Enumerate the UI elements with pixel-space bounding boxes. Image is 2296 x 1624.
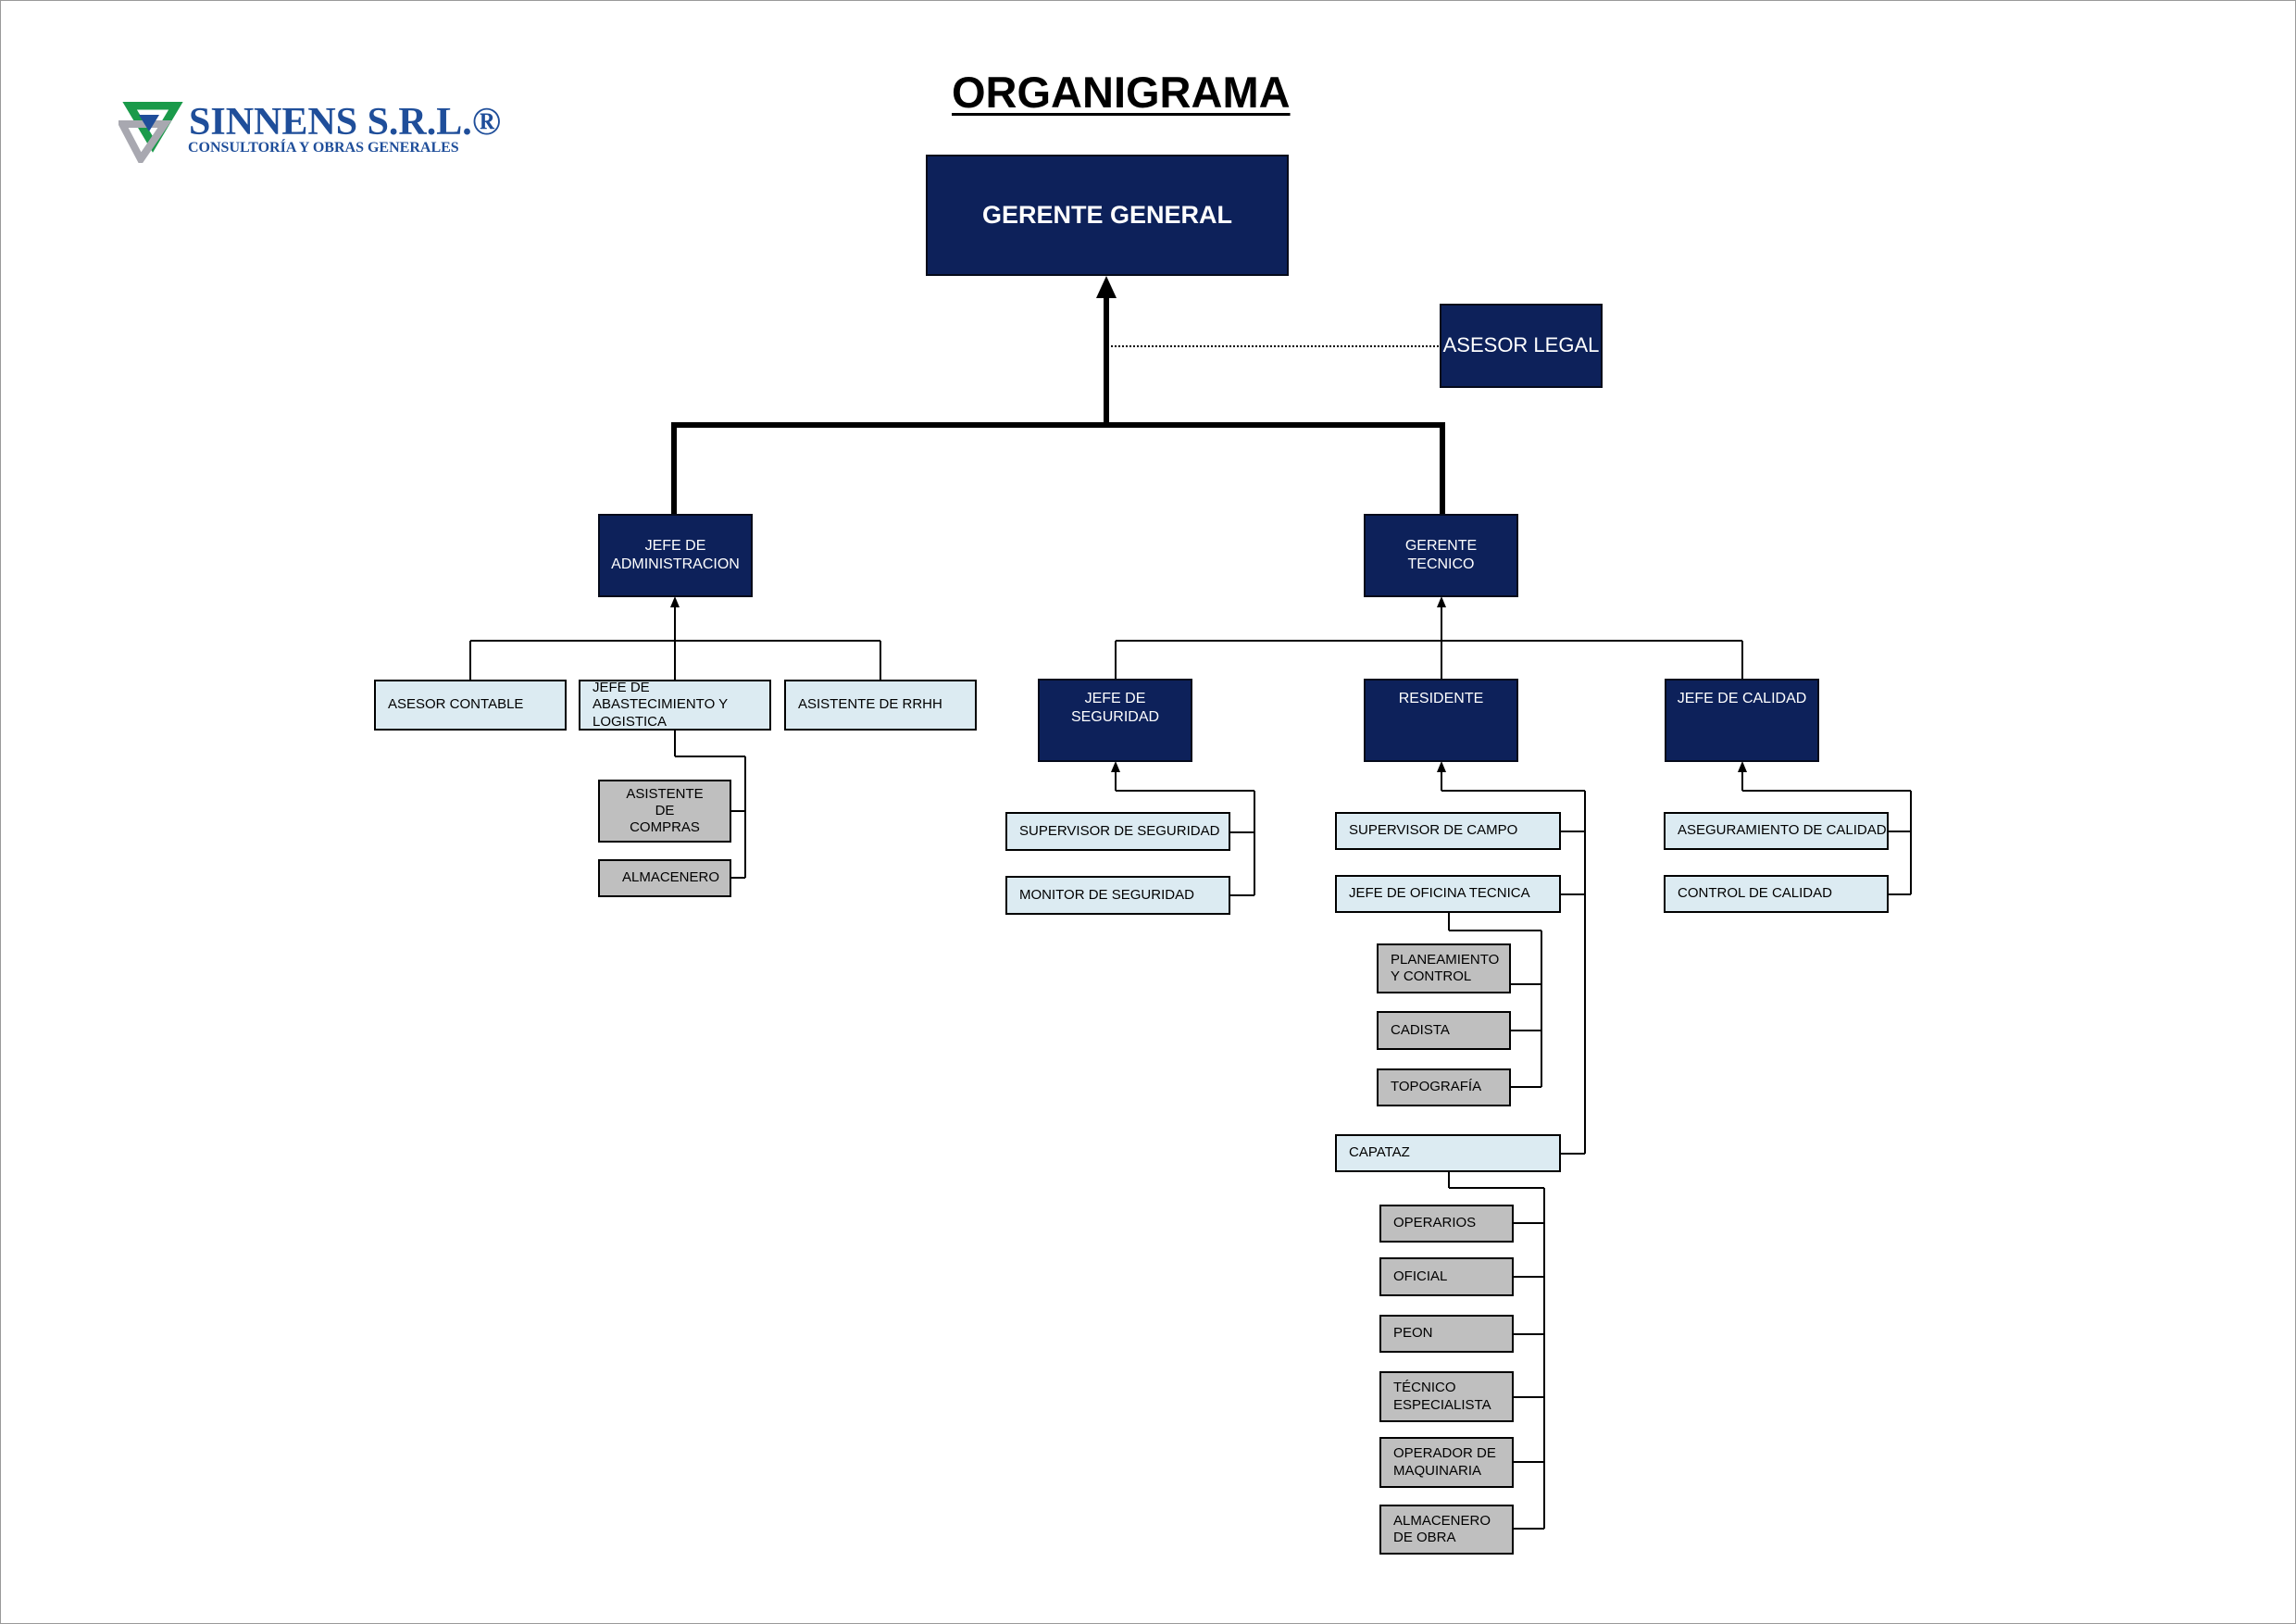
node-asistente-rrhh: ASISTENTE DE RRHH <box>784 680 977 731</box>
node-jefe-seguridad: JEFE DE SEGURIDAD <box>1038 679 1192 762</box>
node-jefe-oficina-tecnica: JEFE DE OFICINA TECNICA <box>1335 875 1561 913</box>
company-logo: SINNENS S.R.L.® CONSULTORÍA Y OBRAS GENE… <box>119 100 507 167</box>
node-capataz: CAPATAZ <box>1335 1134 1561 1172</box>
node-peon: PEON <box>1379 1315 1514 1353</box>
node-operarios: OPERARIOS <box>1379 1205 1514 1243</box>
node-asistente-compras: ASISTENTE DE COMPRAS <box>598 780 731 843</box>
node-jefe-calidad: JEFE DE CALIDAD <box>1665 679 1819 762</box>
node-monitor-seguridad: MONITOR DE SEGURIDAD <box>1005 876 1230 915</box>
node-supervisor-campo: SUPERVISOR DE CAMPO <box>1335 812 1561 850</box>
company-tagline: CONSULTORÍA Y OBRAS GENERALES <box>188 140 459 156</box>
node-gerente-general: GERENTE GENERAL <box>926 155 1289 276</box>
node-topografia: TOPOGRAFÍA <box>1377 1068 1511 1106</box>
node-cadista: CADISTA <box>1377 1011 1511 1050</box>
node-asesor-contable: ASESOR CONTABLE <box>374 680 567 731</box>
node-oficial: OFICIAL <box>1379 1257 1514 1296</box>
node-almacenero-obra: ALMACENERO DE OBRA <box>1379 1505 1514 1555</box>
node-gerente-tecnico: GERENTE TECNICO <box>1364 514 1518 597</box>
company-name: SINNENS S.R.L.® <box>189 101 502 144</box>
page-title: ORGANIGRAMA <box>952 68 1291 117</box>
node-asesor-legal: ASESOR LEGAL <box>1440 304 1603 388</box>
node-aseguramiento-calidad: ASEGURAMIENTO DE CALIDAD <box>1664 812 1889 850</box>
node-control-calidad: CONTROL DE CALIDAD <box>1664 875 1889 913</box>
node-jefe-administracion: JEFE DE ADMINISTRACION <box>598 514 753 597</box>
node-supervisor-seguridad: SUPERVISOR DE SEGURIDAD <box>1005 812 1230 851</box>
node-residente: RESIDENTE <box>1364 679 1518 762</box>
node-planeamiento-control: PLANEAMIENTO Y CONTROL <box>1377 943 1511 993</box>
node-almacenero: ALMACENERO <box>598 859 731 897</box>
node-jefe-abastecimiento: JEFE DE ABASTECIMIENTO Y LOGISTICA <box>579 680 771 731</box>
logo-triangles-icon <box>119 102 183 163</box>
node-tecnico-especialista: TÉCNICO ESPECIALISTA <box>1379 1371 1514 1422</box>
node-operador-maquinaria: OPERADOR DE MAQUINARIA <box>1379 1437 1514 1488</box>
